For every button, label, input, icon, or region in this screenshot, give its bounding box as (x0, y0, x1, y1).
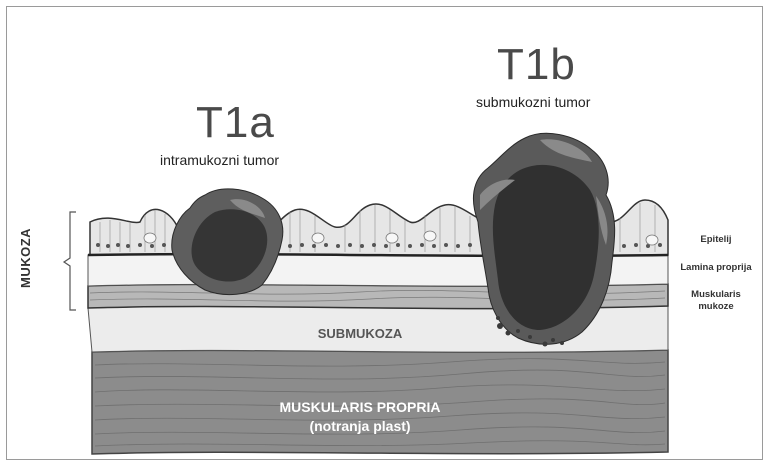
mukoza-label: MUKOZA (18, 228, 33, 288)
lamina-propria-label: Lamina proprija (676, 262, 756, 274)
t1b-subtitle: submukozni tumor (476, 94, 590, 110)
muskularis-mukoze-line2: mukoze (676, 301, 756, 313)
epitelij-label: Epitelij (676, 234, 756, 246)
muskularis-mukoze-line1: Muskularis (676, 289, 756, 301)
muskularis-propria-label: MUSKULARIS PROPRIA (notranja plast) (260, 398, 460, 436)
t1a-subtitle: intramukozni tumor (160, 152, 279, 168)
mukoza-bracket (64, 212, 76, 310)
t1b-tumor (473, 133, 614, 344)
t1b-title: T1b (497, 40, 576, 90)
muskularis-mukoze-label: Muskularis mukoze (676, 289, 756, 313)
t1a-title: T1a (196, 98, 275, 148)
submukoza-label: SUBMUKOZA (290, 326, 430, 341)
muskularis-propria-line2: (notranja plast) (260, 417, 460, 436)
muskularis-propria-line1: MUSKULARIS PROPRIA (260, 398, 460, 417)
